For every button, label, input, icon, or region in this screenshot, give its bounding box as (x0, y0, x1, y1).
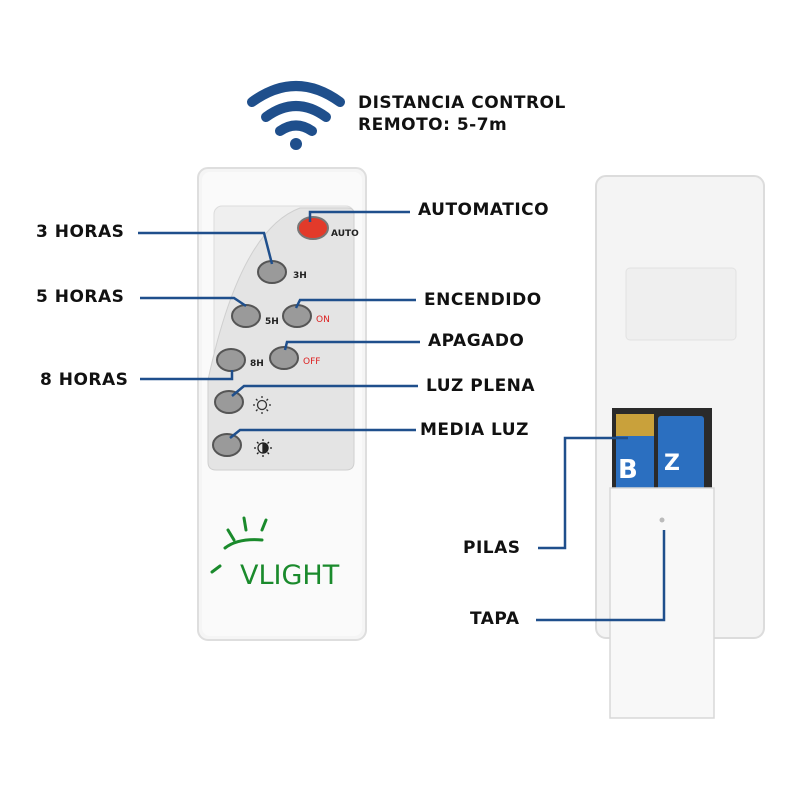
wifi-signal-icon (247, 81, 345, 150)
label-encendido: ENCENDIDO (424, 290, 542, 310)
off-button-label: OFF (303, 357, 320, 367)
3h-button-label: 3H (293, 271, 307, 281)
sun-icon (253, 396, 271, 414)
line-apagado (283, 340, 420, 351)
line-8-horas (140, 370, 234, 381)
line-automatico (308, 210, 410, 222)
label-tapa: TAPA (470, 609, 520, 629)
brand-text: VLIGHT (240, 560, 340, 591)
line-5-horas (140, 296, 247, 308)
line-luz-plena (231, 384, 418, 397)
auto-button[interactable]: AUTO (297, 216, 359, 240)
full-light-button[interactable] (214, 390, 244, 414)
callout-lines (138, 210, 666, 622)
line-media-luz (229, 428, 416, 439)
line-tapa (536, 530, 666, 622)
battery-left: B (616, 414, 654, 490)
range-title-line2: REMOTO: 5-7m (358, 115, 508, 135)
on-button-label: ON (316, 315, 330, 325)
label-apagado: APAGADO (428, 331, 525, 351)
remote-back: B Z (595, 175, 765, 719)
5h-button-label: 5H (265, 317, 279, 327)
label-pilas: PILAS (463, 538, 521, 558)
8h-button[interactable]: 8H (216, 348, 264, 372)
label-5-horas: 5 HORAS (36, 287, 125, 307)
off-button[interactable]: OFF (269, 346, 320, 370)
3h-button[interactable]: 3H (257, 260, 307, 284)
range-title: DISTANCIA CONTROL REMOTO: 5-7m (358, 92, 566, 136)
half-light-button[interactable] (212, 433, 242, 457)
label-3-horas: 3 HORAS (36, 222, 125, 242)
remote-front: AUTO 3H 5H ON 8H OFF (197, 167, 367, 641)
auto-button-label: AUTO (331, 229, 359, 239)
line-pilas (538, 436, 628, 550)
label-automatico: AUTOMATICO (418, 200, 550, 220)
battery-right: Z (658, 416, 704, 490)
vlight-logo: VLIGHT (210, 516, 340, 591)
line-3-horas (138, 231, 274, 265)
battery-right-text: Z (664, 451, 680, 476)
8h-button-label: 8H (250, 359, 264, 369)
half-sun-icon (254, 439, 272, 457)
label-8-horas: 8 HORAS (40, 370, 129, 390)
label-luz-plena: LUZ PLENA (426, 376, 536, 396)
battery-left-text: B (618, 455, 638, 485)
line-encendido (294, 298, 416, 309)
range-title-line1: DISTANCIA CONTROL (358, 93, 566, 113)
label-media-luz: MEDIA LUZ (420, 420, 529, 440)
battery-cover[interactable] (609, 487, 715, 719)
